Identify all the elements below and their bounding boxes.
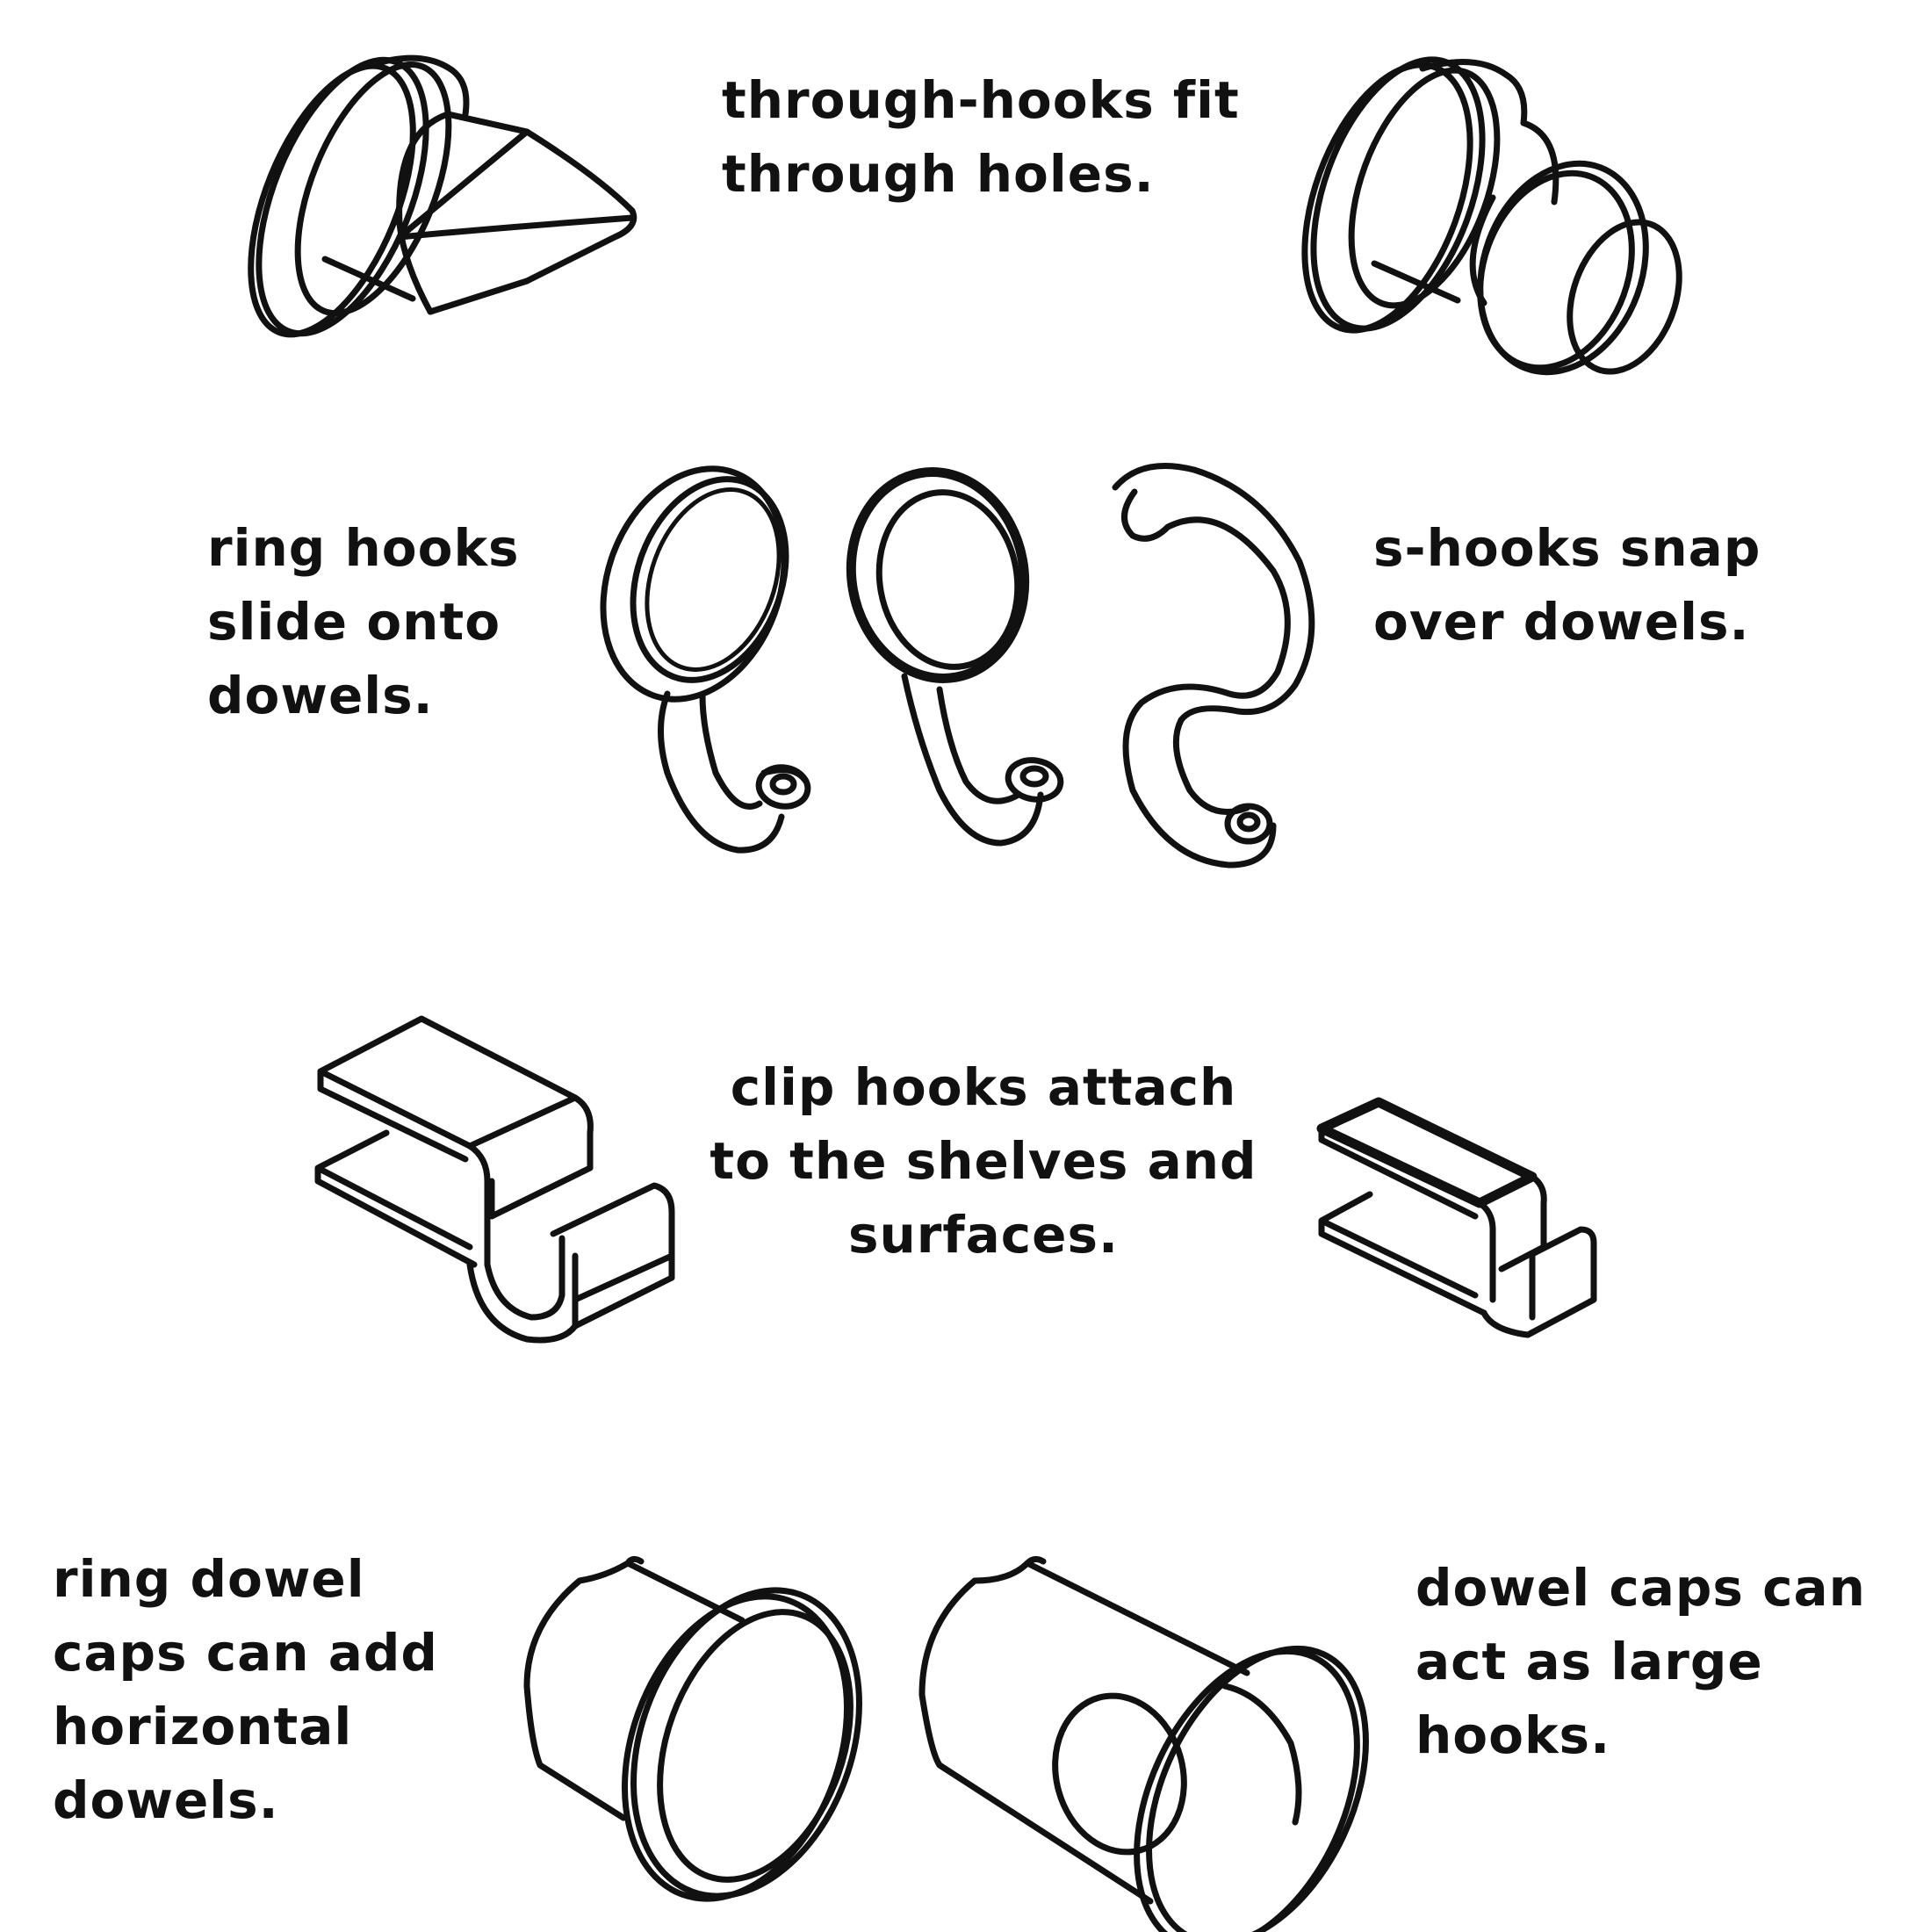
ring-hook-1-illustration bbox=[600, 465, 811, 854]
clip-hooks-caption: clip hooks attach to the shelves and sur… bbox=[685, 1050, 1282, 1272]
s-hooks-caption-line-1: s-hooks snap bbox=[1373, 518, 1761, 578]
ring-dowel-cap-illustration bbox=[523, 1555, 862, 1902]
ring-hooks-caption: ring hooks slide onto dowels. bbox=[207, 511, 520, 732]
through-hook-knob-illustration bbox=[1301, 56, 1682, 376]
dowel-caps-caption-line-3: hooks. bbox=[1415, 1705, 1611, 1765]
clip-hook-small-illustration bbox=[1316, 1097, 1597, 1338]
clip-hooks-caption-line-2: to the shelves and bbox=[709, 1131, 1257, 1191]
dowel-caps-caption-line-1: dowel caps can bbox=[1415, 1558, 1866, 1618]
ring-dowel-caps-caption-line-4: dowels. bbox=[53, 1770, 279, 1830]
through-hooks-caption-line-1: through-hooks fit bbox=[722, 70, 1240, 130]
ring-dowel-caps-caption-line-2: caps can add bbox=[53, 1623, 438, 1683]
through-hook-angled-illustration bbox=[248, 54, 637, 338]
clip-hooks-caption-line-1: clip hooks attach bbox=[730, 1057, 1237, 1117]
dowel-cap-illustration bbox=[918, 1555, 1369, 1932]
through-hooks-caption-line-2: through holes. bbox=[722, 144, 1155, 204]
s-hooks-caption-line-2: over dowels. bbox=[1373, 592, 1750, 652]
ring-hooks-caption-line-1: ring hooks bbox=[207, 518, 520, 578]
ring-dowel-caps-caption-line-1: ring dowel bbox=[53, 1549, 365, 1609]
s-hook-illustration bbox=[1112, 463, 1315, 869]
ring-hooks-caption-line-3: dowels. bbox=[207, 666, 434, 725]
s-hooks-caption: s-hooks snap over dowels. bbox=[1373, 511, 1761, 659]
ring-hooks-caption-line-2: slide onto bbox=[207, 592, 501, 652]
through-hooks-caption: through-hooks fit through holes. bbox=[722, 63, 1240, 211]
dowel-caps-caption-line-2: act as large bbox=[1415, 1632, 1763, 1691]
clip-hook-large-illustration bbox=[314, 1015, 675, 1344]
ring-hook-2-illustration bbox=[846, 467, 1064, 847]
ring-dowel-caps-caption-line-3: horizontal bbox=[53, 1697, 353, 1756]
clip-hooks-caption-line-3: surfaces. bbox=[847, 1205, 1120, 1265]
ring-dowel-caps-caption: ring dowel caps can add horizontal dowel… bbox=[53, 1542, 438, 1837]
dowel-caps-caption: dowel caps can act as large hooks. bbox=[1415, 1551, 1866, 1772]
